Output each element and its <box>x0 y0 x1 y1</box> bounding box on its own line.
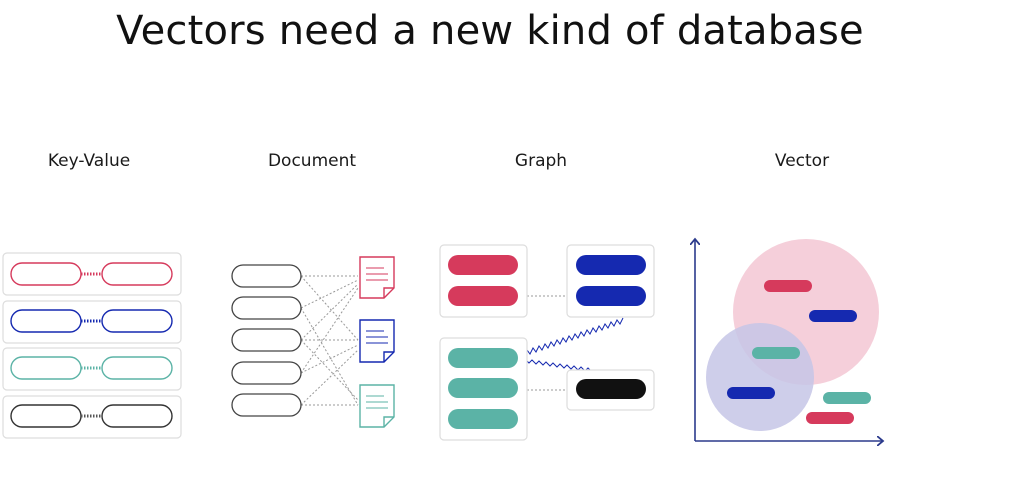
document-label: Document <box>267 151 357 171</box>
kv-row-pink <box>2 252 182 296</box>
kv-key-pill <box>10 356 82 380</box>
document-icon <box>359 256 395 299</box>
graph-label: Graph <box>514 151 568 171</box>
graph-node-pill <box>576 286 646 306</box>
document-illustration <box>231 256 395 428</box>
kv-value-pill <box>101 309 173 333</box>
kv-key-pill <box>10 404 82 428</box>
document-key-pill <box>231 328 302 352</box>
graph-node-pill <box>448 409 518 429</box>
graph-illustration <box>439 244 655 441</box>
page-title: Vectors need a new kind of database <box>116 8 864 54</box>
kv-key-pill <box>10 309 82 333</box>
kv-key-pill <box>10 262 82 286</box>
kv-row-blue <box>2 300 182 344</box>
kv-row-black <box>2 395 182 439</box>
vector-point <box>806 412 854 424</box>
vector-illustration <box>695 239 882 441</box>
vector-point <box>809 310 857 322</box>
vector-point <box>823 392 871 404</box>
kv-value-pill <box>101 356 173 380</box>
document-key-pill <box>231 264 302 288</box>
vector-point <box>752 347 800 359</box>
graph-node-pill <box>576 255 646 275</box>
vector-label: Vector <box>774 151 830 171</box>
document-key-pill <box>231 393 302 417</box>
graph-links <box>517 295 624 391</box>
document-icon <box>359 319 395 363</box>
graph-node-pill <box>448 378 518 398</box>
graph-node-pill <box>448 348 518 368</box>
vector-cluster-blue <box>706 323 814 431</box>
key-value-illustration <box>2 252 182 439</box>
document-key-pill <box>231 361 302 385</box>
graph-node-pill <box>448 286 518 306</box>
kv-value-pill <box>101 404 173 428</box>
document-key-pill <box>231 296 302 320</box>
kv-value-pill <box>101 262 173 286</box>
document-links <box>300 275 359 406</box>
vector-point <box>764 280 812 292</box>
graph-node-pill <box>576 379 646 399</box>
vector-point <box>727 387 775 399</box>
key-value-label: Key-Value <box>47 151 131 171</box>
kv-row-teal <box>2 347 182 391</box>
graph-node-pill <box>448 255 518 275</box>
document-icon <box>359 384 395 428</box>
